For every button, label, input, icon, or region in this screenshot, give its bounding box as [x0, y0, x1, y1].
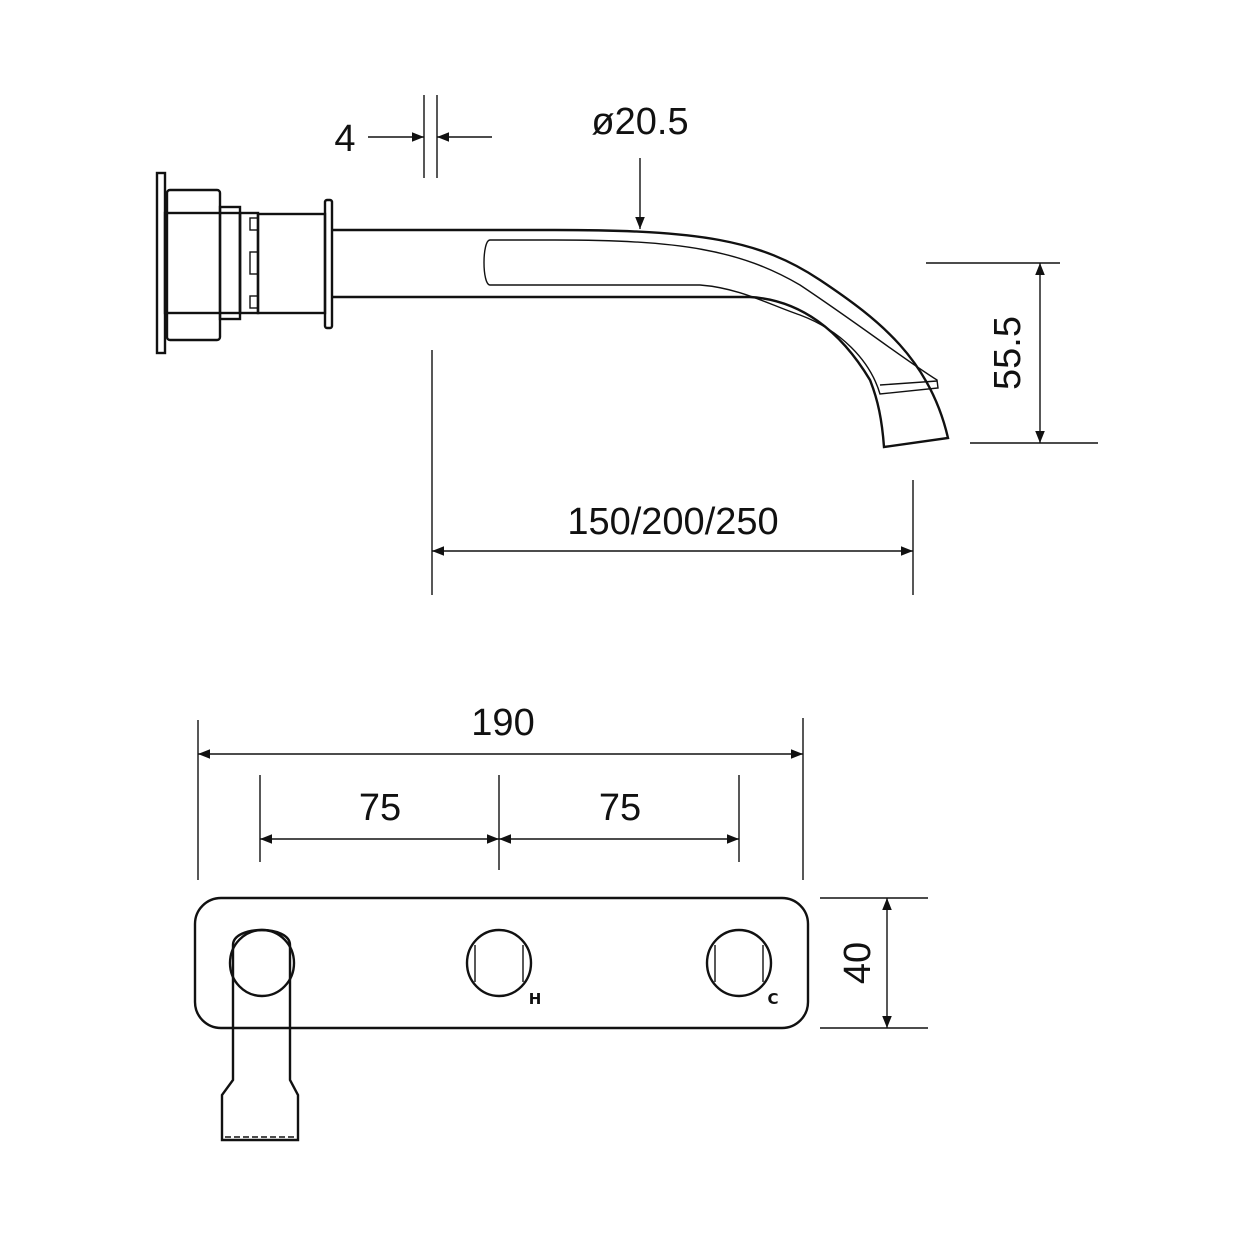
overall-width-label: 190 — [471, 702, 534, 744]
spacing-right-label: 75 — [599, 787, 641, 829]
spout-front — [220, 928, 300, 1142]
hot-label: H — [529, 990, 542, 1008]
spacing-dimensions: 75 75 — [259, 775, 740, 870]
spout-height-label: 55.5 — [987, 316, 1029, 390]
spout-diameter-dimension: ø20.5 — [591, 101, 689, 229]
overall-width-dimension: 190 — [197, 702, 804, 880]
flange-thickness-label: 4 — [334, 118, 355, 160]
hot-handle: H — [465, 928, 542, 1008]
plate-height-dimension: 40 — [820, 897, 928, 1029]
wall-body-assembly — [155, 171, 334, 355]
spacing-left-label: 75 — [359, 787, 401, 829]
spout-height-dimension: 55.5 — [926, 262, 1098, 444]
spout-side — [332, 228, 950, 449]
plate-height-label: 40 — [837, 942, 879, 984]
flange-thickness-dimension: 4 — [334, 95, 492, 178]
spout-projection-label: 150/200/250 — [567, 501, 778, 543]
cold-handle: C — [705, 928, 779, 1008]
spout-projection-dimension: 150/200/250 — [431, 350, 914, 595]
front-view: 190 75 75 H C — [193, 702, 928, 1142]
cold-label: C — [767, 990, 778, 1008]
back-plate — [193, 896, 810, 1030]
spout-diameter-label: ø20.5 — [591, 101, 688, 143]
side-view: 4 ø20.5 55.5 150/200/250 — [155, 95, 1098, 595]
